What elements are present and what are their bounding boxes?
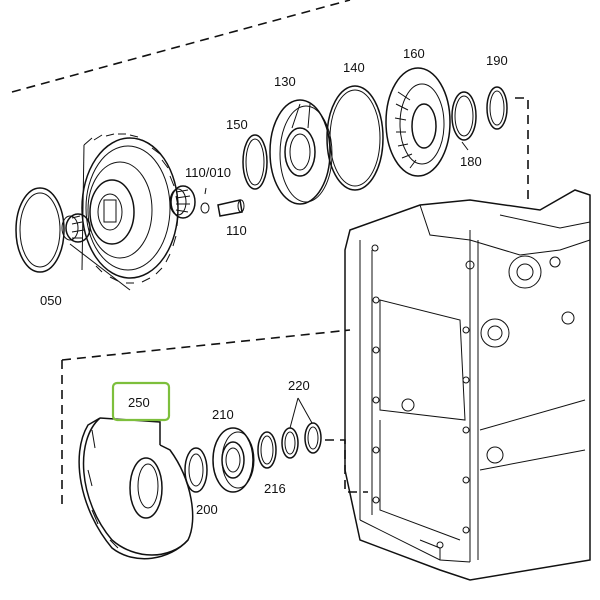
- leader-lines-upper: [69, 141, 469, 291]
- ring-150: [242, 134, 268, 190]
- label-150: 150: [226, 117, 248, 132]
- gearbox-housing: [344, 189, 591, 581]
- cover-250: [78, 417, 194, 560]
- highlight-box-250: [111, 381, 171, 422]
- bearing-210: [212, 427, 255, 493]
- label-110: 110: [226, 223, 247, 238]
- part-labels: 050 110/010 110 130 140 150 160 180 190 …: [40, 46, 508, 517]
- ring-216: [257, 431, 277, 469]
- label-050: 050: [40, 293, 62, 308]
- pin-110: [217, 199, 245, 217]
- needle-bearing-110-010: [169, 185, 210, 219]
- label-200: 200: [196, 502, 218, 517]
- assembly-guide-lines: [11, 0, 529, 505]
- label-250: 250: [128, 395, 150, 410]
- bearing-carrier-130: [269, 99, 333, 205]
- rings-220: [281, 397, 322, 459]
- circlip-050: [15, 187, 65, 273]
- ring-200: [184, 447, 208, 493]
- ring-180: [451, 91, 477, 141]
- label-220: 220: [288, 378, 310, 393]
- gear-assembly: [81, 133, 179, 284]
- label-140: 140: [343, 60, 365, 75]
- label-110-010: 110/010: [185, 165, 231, 180]
- label-180: 180: [460, 154, 482, 169]
- ring-140: [326, 85, 384, 191]
- label-210: 210: [212, 407, 234, 422]
- friction-disc-160: [385, 67, 451, 177]
- label-216: 216: [264, 481, 286, 496]
- label-130: 130: [274, 74, 296, 89]
- label-160: 160: [403, 46, 425, 61]
- label-190: 190: [486, 53, 508, 68]
- ring-190: [486, 86, 508, 130]
